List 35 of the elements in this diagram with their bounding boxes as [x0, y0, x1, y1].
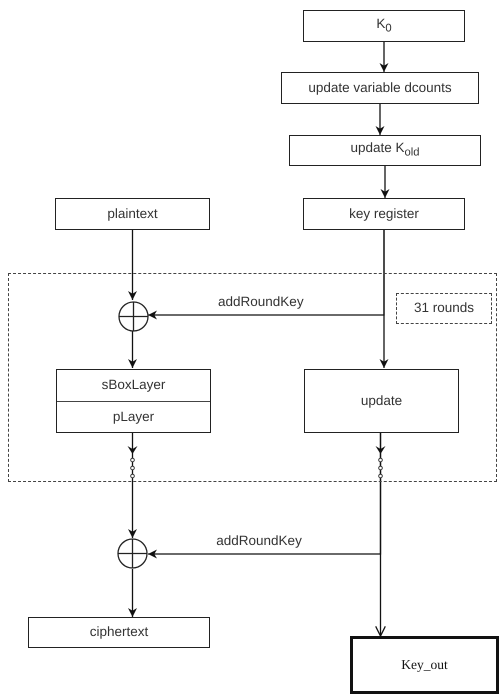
- process-box: [303, 198, 465, 230]
- xor-symbol: [117, 538, 148, 569]
- arrow: [380, 166, 390, 198]
- arrow: [380, 42, 388, 72]
- round-count-box: [396, 293, 492, 324]
- process-box: [289, 135, 481, 166]
- process-box: [55, 198, 210, 230]
- box-label: 31 rounds: [412, 299, 476, 318]
- box-label: update: [360, 392, 404, 410]
- edge-label: addRoundKey: [216, 294, 306, 309]
- box-label: key register: [348, 204, 420, 223]
- arrow: [380, 230, 388, 368]
- arrow: [376, 104, 384, 135]
- box-label: plaintext: [106, 204, 159, 223]
- arrow: [128, 432, 137, 538]
- arrow: [374, 432, 386, 637]
- box-label: Key_out: [400, 656, 449, 674]
- loop-region: [8, 273, 497, 482]
- box-label: update variable dcounts: [307, 78, 453, 97]
- arrow: [128, 230, 137, 300]
- output-box: [350, 636, 499, 694]
- box-label: pLayer: [57, 400, 210, 432]
- process-box: [281, 72, 479, 104]
- box-label: sBoxLayer: [100, 376, 166, 394]
- xor-symbol: [118, 301, 149, 332]
- edge-label: addRoundKey: [214, 533, 304, 548]
- box-label: update K$_{old}$: [349, 139, 421, 162]
- arrow: [128, 569, 137, 617]
- process-box: [56, 369, 211, 433]
- process-box: [28, 617, 210, 648]
- arrow: [128, 331, 137, 368]
- process-box: [304, 369, 459, 433]
- box-label: ciphertext: [88, 623, 150, 642]
- box-label: K$_{0}$: [375, 14, 393, 37]
- process-box: [303, 10, 465, 42]
